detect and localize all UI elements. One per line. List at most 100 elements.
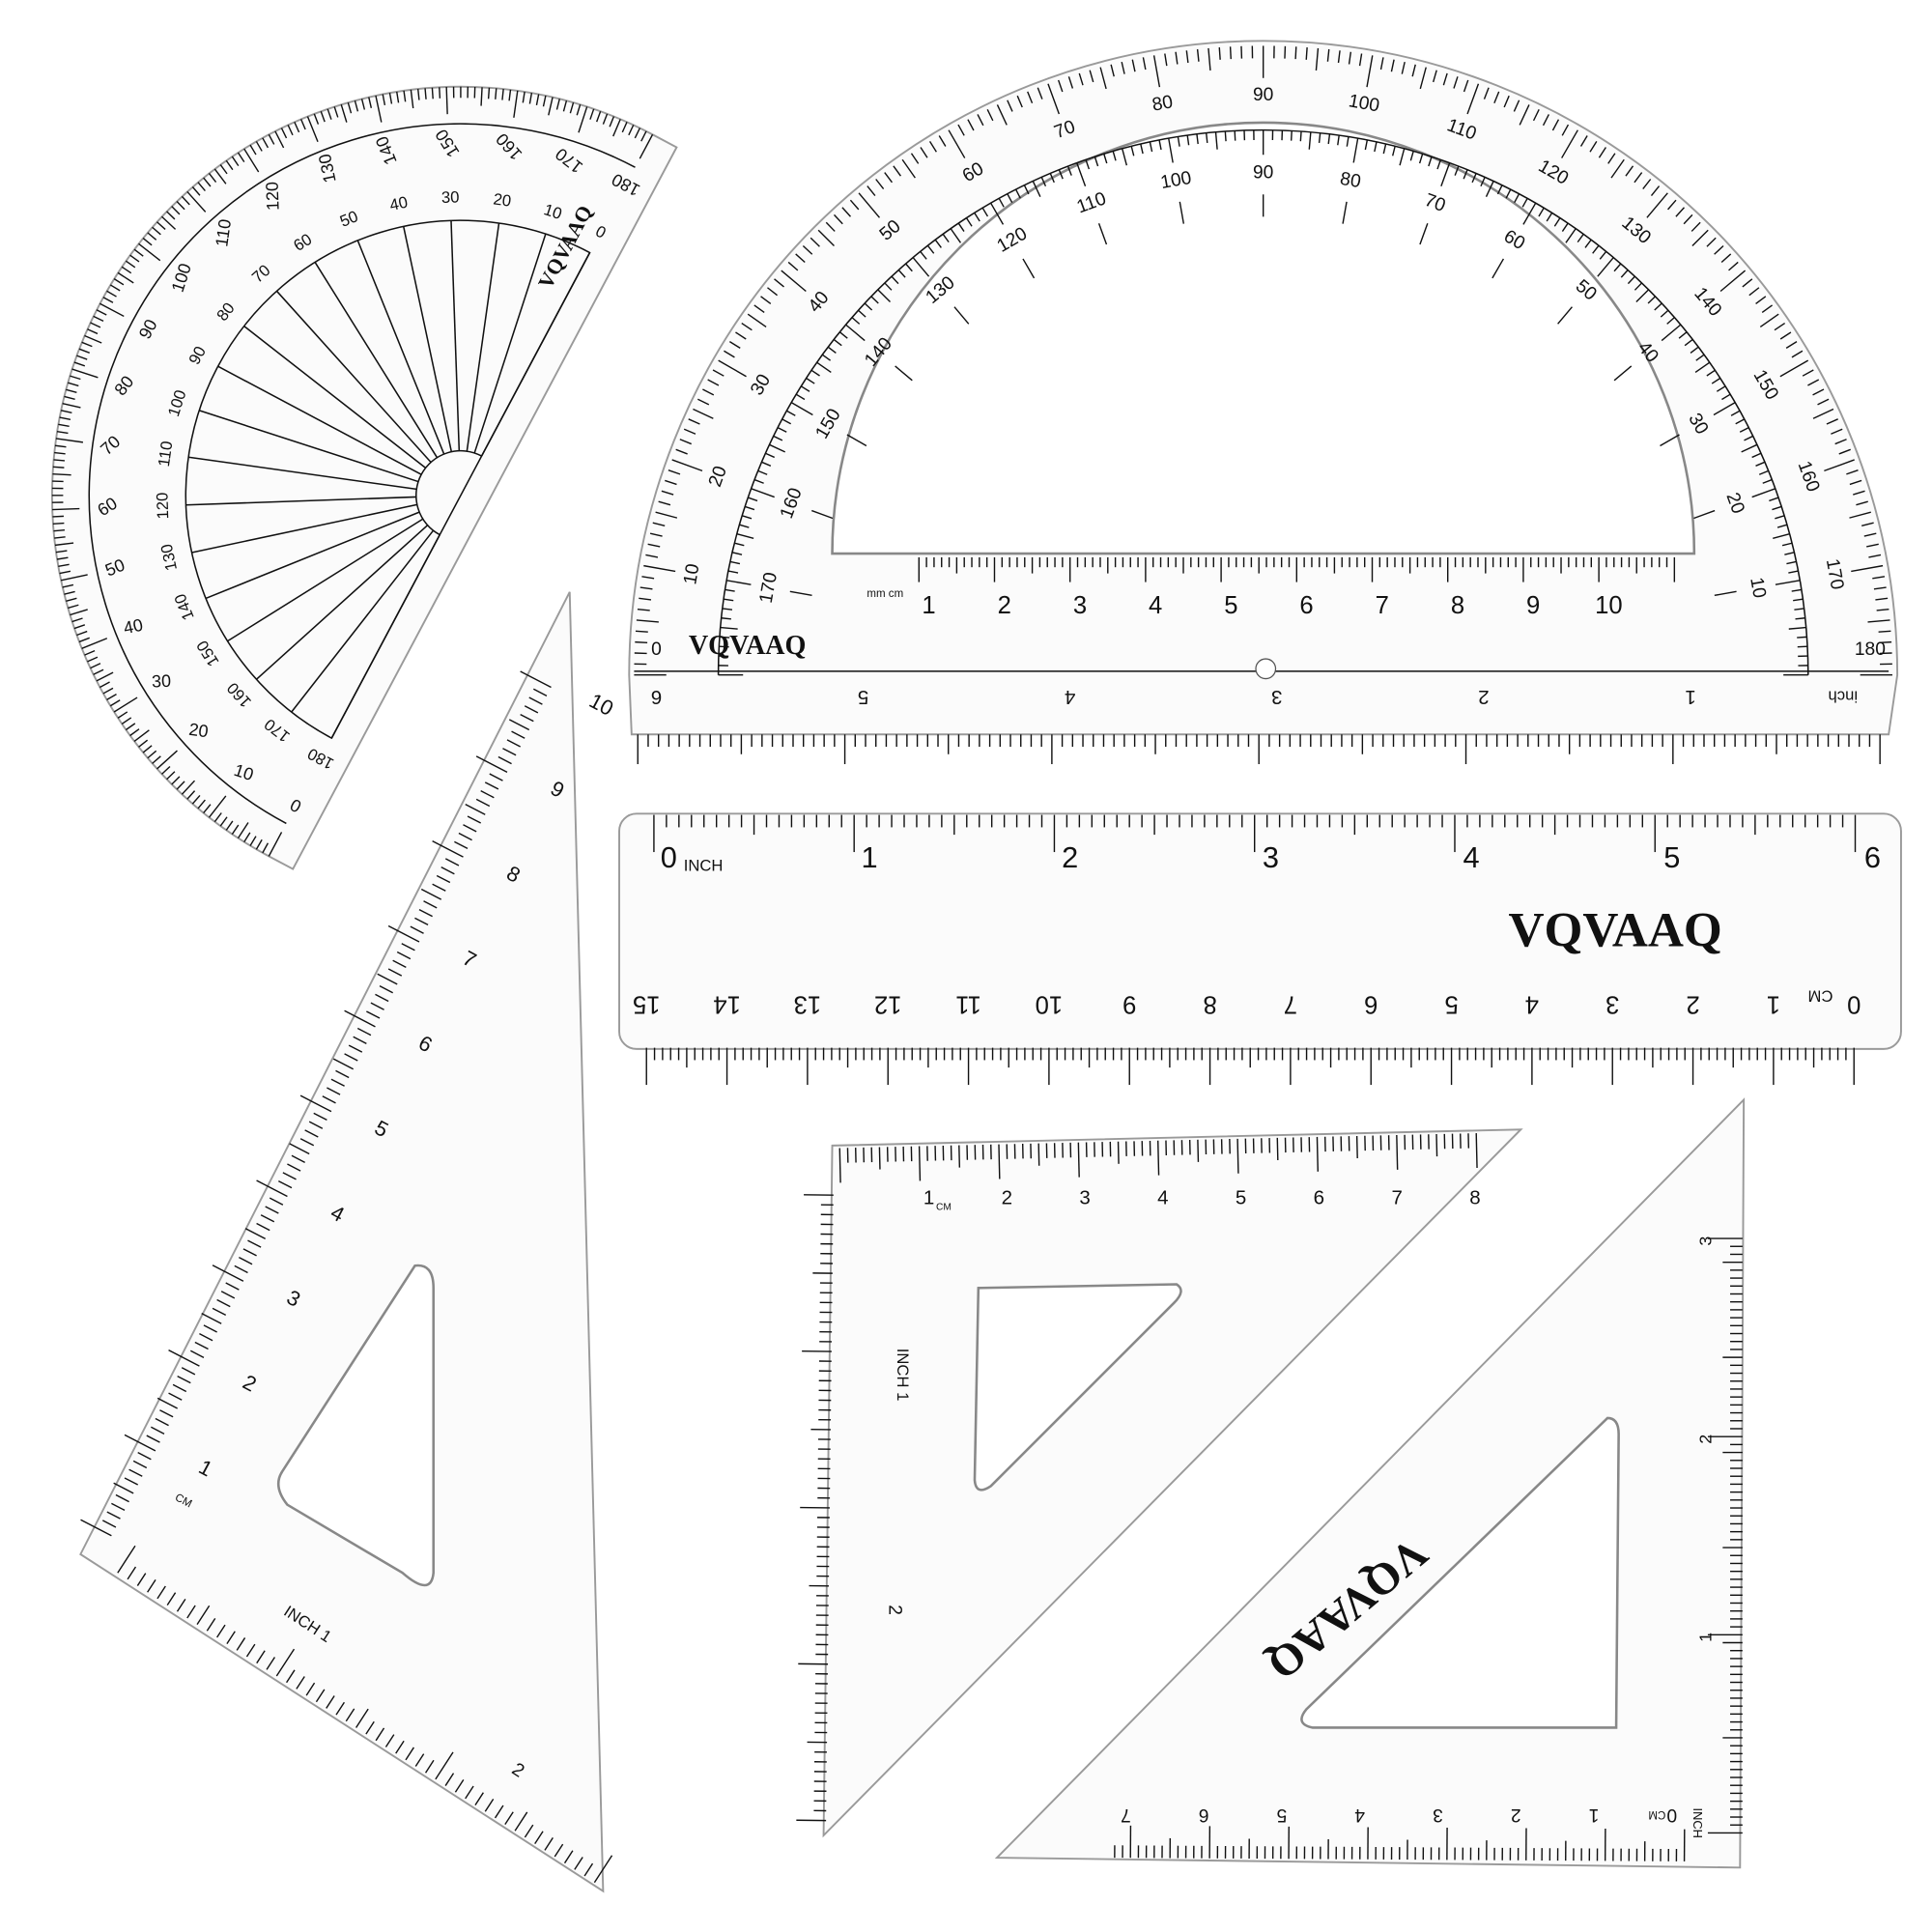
straight-ruler-cm-unit: CM (1808, 987, 1833, 1006)
right-set-square-cm-label: 7 (1121, 1804, 1131, 1825)
large-protractor-inner-tick (751, 488, 775, 498)
large-protractor-outer-tick (683, 428, 696, 435)
small-protractor-tick (542, 95, 547, 107)
large-protractor-outer-tick (1849, 511, 1871, 519)
straight-ruler-cm-label: 12 (874, 991, 902, 1018)
large-protractor-outer-tick (1779, 359, 1809, 378)
large-protractor-inner-tick (769, 443, 786, 453)
small-protractor-tick (106, 290, 117, 298)
left-set-square-cm-tick (465, 804, 486, 815)
small-protractor-tick (439, 87, 441, 99)
small-protractor-tick (56, 556, 69, 560)
middle-set-square-inch-label: INCH 1 (894, 1349, 912, 1402)
left-set-square-cm-tick (260, 1214, 275, 1223)
large-protractor-inner-tick (790, 402, 813, 416)
large-protractor-inner-tick (1772, 505, 1782, 511)
large-protractor-cutout-tick (1022, 258, 1036, 279)
large-protractor-outer-tick (1315, 47, 1320, 71)
large-protractor-outer-tick (1551, 119, 1560, 131)
small-protractor-tick (410, 89, 414, 109)
large-protractor-inner-tick (1522, 202, 1537, 225)
large-protractor-outer-tick (707, 379, 720, 386)
large-protractor-outer-tick (1401, 61, 1406, 74)
large-protractor-outer-tick (675, 448, 688, 455)
small-protractor-tick (138, 242, 161, 262)
large-protractor-inner-tick (851, 317, 861, 325)
left-set-square-inch-tick (574, 1857, 583, 1870)
large-protractor-inner-tick (1744, 435, 1754, 441)
large-protractor-outer-tick (1358, 53, 1363, 67)
large-protractor-cutout-tick (1179, 201, 1185, 224)
left-set-square-cm-tick (322, 1095, 336, 1104)
large-protractor-outer-tick (928, 141, 937, 153)
middle-set-square-cm-label: 2 (1002, 1186, 1012, 1208)
large-protractor-outer-tick (1390, 59, 1395, 72)
large-protractor-outer-tick (1831, 428, 1843, 435)
large-protractor-outer-tick (1876, 608, 1889, 611)
small-protractor-inner-label: 20 (492, 189, 512, 210)
large-protractor-inner-tick (785, 410, 796, 416)
large-protractor-inner-tick (827, 346, 837, 354)
middle-set-square-cm-label: 7 (1391, 1186, 1402, 1208)
small-protractor-tick (186, 190, 207, 213)
large-protractor-outer-tick (1078, 72, 1084, 86)
large-protractor-cutout-tick (1613, 365, 1633, 382)
small-protractor-tick (52, 522, 65, 526)
small-protractor-tick (191, 794, 201, 805)
large-protractor-outer-tick (693, 408, 714, 419)
large-protractor-outer-tick (1579, 135, 1588, 147)
large-protractor-inner-tick (1635, 289, 1650, 303)
left-set-square-cm-tick (201, 1312, 222, 1324)
large-protractor-cutout (831, 121, 1696, 555)
large-protractor-outer-tick (1432, 70, 1437, 83)
small-protractor-tick (133, 248, 144, 257)
straight-ruler-cm-label: 8 (1203, 991, 1216, 1018)
large-protractor-inner-tick (1721, 393, 1731, 401)
large-protractor-inner-tick (753, 478, 764, 484)
large-protractor-outer-tick (1348, 51, 1352, 65)
large-protractor-inner-tick (864, 302, 873, 311)
large-protractor-outer-tick (1493, 91, 1500, 104)
small-protractor-inner-label: 40 (388, 193, 410, 214)
small-protractor-tick (473, 86, 476, 99)
large-protractor-outer-tick (1305, 46, 1308, 60)
large-protractor-outer-tick (1706, 237, 1717, 247)
left-set-square-cm-tick (278, 1179, 293, 1189)
small-protractor-tick (66, 597, 77, 603)
small-protractor-tick (522, 91, 526, 103)
middle-set-square-cm-label: 8 (1469, 1186, 1480, 1208)
large-protractor-outer-tick (1503, 95, 1510, 108)
small-protractor-tick (109, 284, 121, 292)
left-set-square-inch-tick (136, 1573, 147, 1586)
small-protractor-tick (73, 361, 86, 367)
large-protractor-outer-tick (1513, 99, 1520, 112)
small-protractor-tick (203, 177, 212, 187)
large-protractor-cm-label: 1 (922, 592, 935, 619)
large-protractor-outer-tick (1720, 253, 1732, 264)
large-protractor-inner-tick (1797, 636, 1807, 639)
large-protractor-inner-tick (744, 505, 755, 511)
left-set-square-cm-tick (414, 917, 429, 926)
left-set-square-cm-tick (506, 739, 521, 748)
small-protractor-inner-ring (185, 219, 591, 740)
large-protractor-inner-tick (1565, 228, 1577, 243)
straight-ruler-cm-label: 5 (1444, 991, 1458, 1018)
large-protractor-outer-tick (1714, 245, 1724, 255)
small-protractor-ring (88, 123, 636, 825)
large-protractor-outer-tick (1861, 522, 1874, 526)
small-protractor-tick (513, 90, 519, 118)
large-protractor-cm-unit: mm cm (867, 588, 903, 600)
small-protractor-tick (166, 771, 176, 781)
large-protractor-inner-tick (1122, 148, 1128, 166)
large-protractor-outer-tick (1650, 185, 1661, 196)
large-protractor-inner-tick (1620, 270, 1629, 278)
large-protractor-inner-tick (1158, 139, 1162, 151)
left-set-square-cm-tick (432, 883, 446, 892)
large-protractor-inner-tick (905, 263, 913, 272)
large-protractor-cutout-tick (1693, 509, 1716, 520)
large-protractor-inner-tick (739, 524, 750, 528)
left-set-square-cm-tick (532, 688, 548, 696)
small-protractor-tick (576, 104, 582, 116)
left-set-square-cm-tick (106, 1511, 121, 1520)
